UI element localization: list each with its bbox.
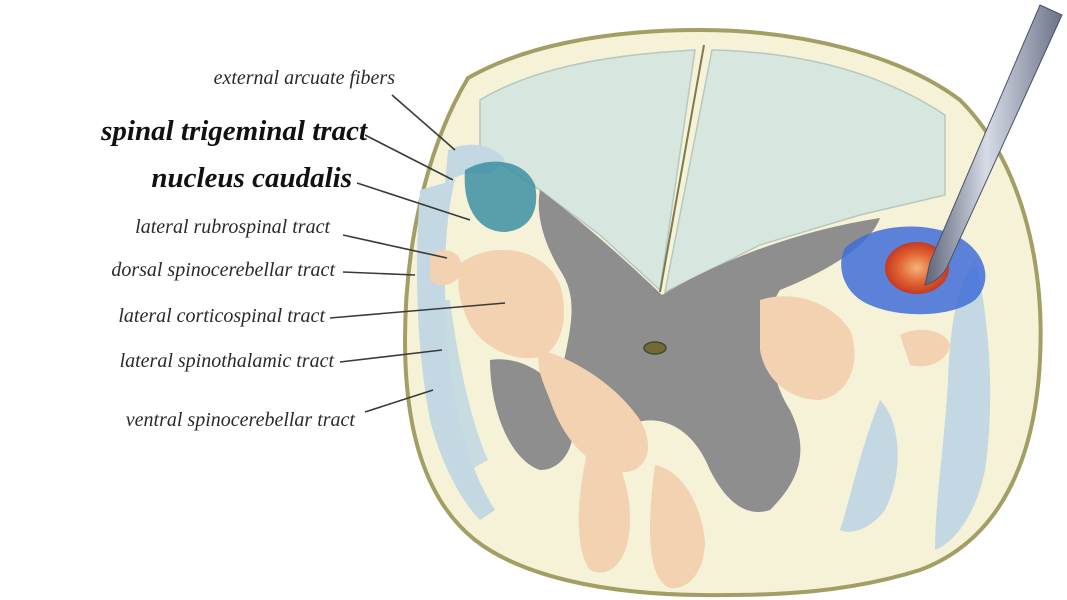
label-dorsal-spinocerebellar-tract: dorsal spinocerebellar tract [111,260,335,280]
label-lateral-rubrospinal-tract: lateral rubrospinal tract [135,217,330,237]
label-nucleus-caudalis: nucleus caudalis [151,164,352,193]
label-lateral-corticospinal-tract: lateral corticospinal tract [118,306,325,326]
label-spinal-trigeminal-tract: spinal trigeminal tract [101,117,367,146]
label-lateral-spinothalamic-tract: lateral spinothalamic tract [120,351,334,371]
label-external-arcuate-fibers: external arcuate fibers [214,68,395,88]
label-ventral-spinocerebellar-tract: ventral spinocerebellar tract [126,410,355,430]
